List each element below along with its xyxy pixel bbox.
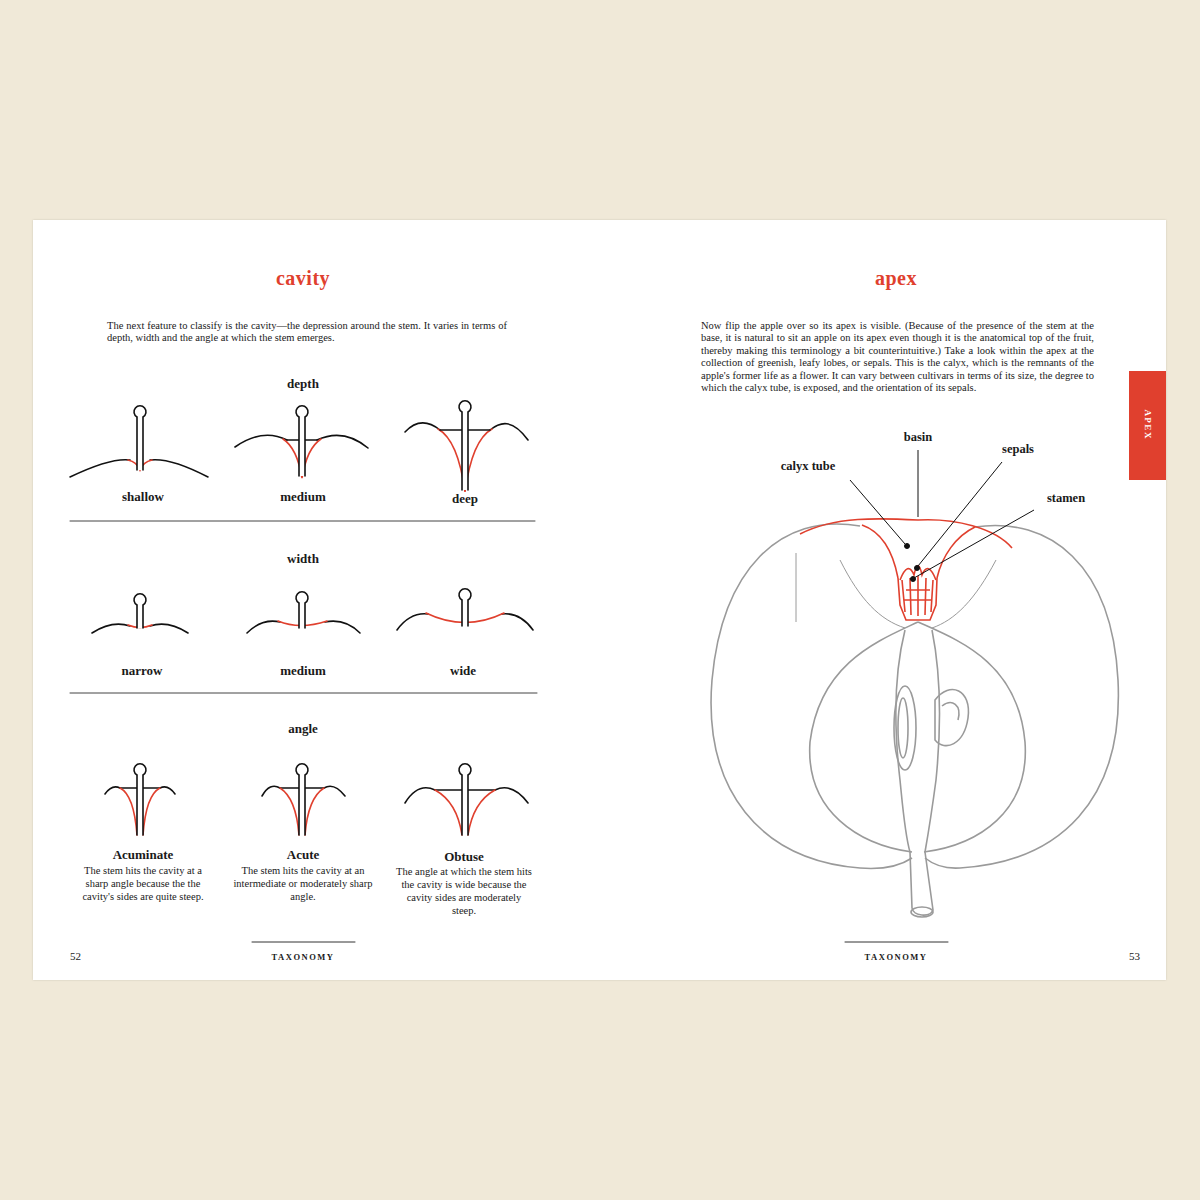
option-description: The stem hits the cavity at a sharp angl… xyxy=(73,864,213,903)
body-text: Now flip the apple over so its apex is v… xyxy=(701,320,1094,394)
section-tab-label: APEX xyxy=(1141,395,1152,455)
option-label: deep xyxy=(415,491,515,507)
page-number: 53 xyxy=(1100,950,1140,964)
section-label: depth xyxy=(243,376,363,392)
page-heading: apex xyxy=(796,266,996,291)
option-label: shallow xyxy=(93,489,193,505)
option-label: Acuminate xyxy=(73,847,213,863)
option-label: wide xyxy=(413,663,513,679)
running-footer: TAXONOMY xyxy=(826,952,966,963)
option-label: medium xyxy=(253,663,353,679)
section-label: width xyxy=(243,551,363,567)
section-tab xyxy=(1129,371,1166,480)
option-label: medium xyxy=(253,489,353,505)
option-label: Acute xyxy=(233,847,373,863)
option-description: The stem hits the cavity at an intermedi… xyxy=(233,864,373,903)
option-description: The angle at which the stem hits the cav… xyxy=(394,865,534,917)
part-label: stamen xyxy=(1045,491,1087,507)
part-label: sepals xyxy=(1000,442,1036,458)
body-text: The next feature to classify is the cavi… xyxy=(107,320,507,345)
page-heading: cavity xyxy=(203,266,403,291)
option-label: Obtuse xyxy=(394,849,534,865)
section-label: angle xyxy=(243,721,363,737)
part-label: basin xyxy=(902,430,935,446)
part-label: calyx tube xyxy=(779,459,838,475)
running-footer: TAXONOMY xyxy=(233,952,373,963)
page-number: 52 xyxy=(70,950,110,964)
option-label: narrow xyxy=(92,663,192,679)
